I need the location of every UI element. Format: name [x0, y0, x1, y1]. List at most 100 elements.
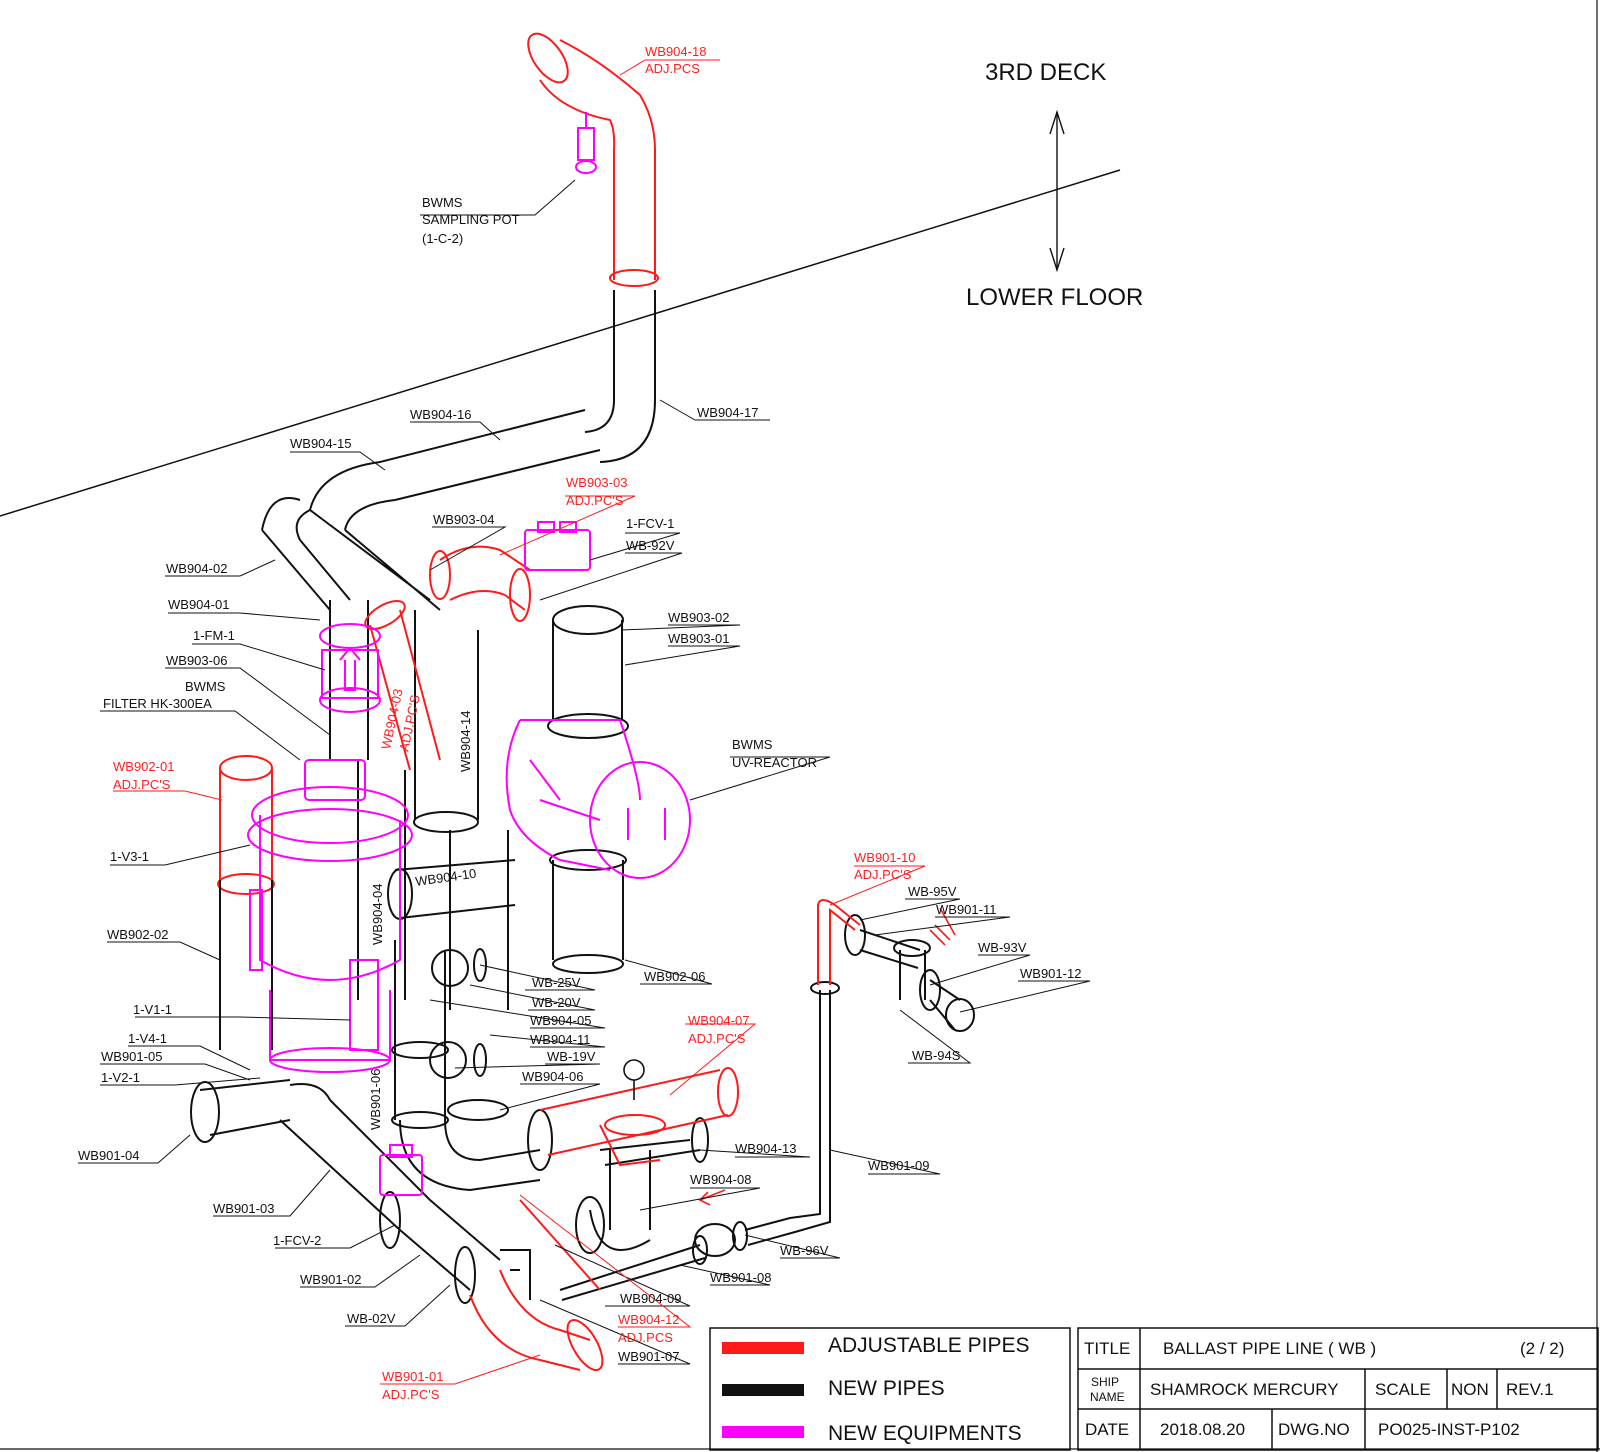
label-bwms-filter: BWMS	[185, 679, 226, 694]
label-wb901-09: WB901-09	[868, 1158, 929, 1173]
label-wb904-09: WB904-09	[620, 1291, 681, 1306]
date-value: 2018.08.20	[1160, 1420, 1245, 1439]
label-wb-20v: WB-20V	[532, 995, 581, 1010]
label-wb903-03: WB903-03	[566, 475, 627, 490]
drawing-title: BALLAST PIPE LINE ( WB )	[1163, 1339, 1376, 1358]
label-wb901-11: WB901-11	[936, 902, 996, 917]
scale-label: SCALE	[1375, 1380, 1431, 1399]
label-1-v1-1: 1-V1-1	[133, 1002, 172, 1017]
legend-label-adjustable: ADJUSTABLE PIPES	[828, 1334, 1030, 1357]
zone-lower-floor: LOWER FLOOR	[966, 284, 1143, 311]
legend: ADJUSTABLE PIPES NEW PIPES NEW EQUIPMENT…	[709, 1327, 1071, 1451]
date-label: DATE	[1085, 1420, 1129, 1439]
label-sampling-pot-id: (1-C-2)	[422, 231, 463, 246]
label-1-fm-1: 1-FM-1	[193, 628, 235, 643]
label-wb901-08: WB901-08	[710, 1270, 771, 1285]
label-wb-93v: WB-93V	[978, 940, 1027, 955]
label-wb901-03: WB901-03	[213, 1201, 274, 1216]
legend-label-new-equipments: NEW EQUIPMENTS	[828, 1422, 1022, 1445]
label-wb904-07-adj: ADJ.PC'S	[688, 1031, 746, 1046]
label-wb902-01: WB902-01	[113, 759, 174, 774]
legend-swatch-new-pipes	[722, 1384, 804, 1396]
label-sampling-pot: SAMPLING POT	[422, 212, 520, 227]
label-1-fcv-2: 1-FCV-2	[273, 1233, 321, 1248]
title-block	[1077, 1327, 1599, 1451]
level-arrow-icon	[1049, 109, 1065, 273]
legend-swatch-adjustable	[722, 1342, 804, 1354]
label-wb904-15: WB904-15	[290, 436, 351, 451]
label-1-v2-1: 1-V2-1	[101, 1070, 140, 1085]
label-wb901-01-adj: ADJ.PC'S	[382, 1387, 440, 1402]
label-wb901-06: WB901-06	[368, 1069, 383, 1130]
label-wb-02v: WB-02V	[347, 1311, 396, 1326]
label-wb903-03-adj: ADJ.PC'S	[566, 493, 624, 508]
scale-value: NON	[1451, 1380, 1489, 1399]
label-wb904-18: WB904-18	[645, 44, 706, 59]
label-wb903-01: WB903-01	[668, 631, 729, 646]
label-wb901-10: WB901-10	[854, 850, 915, 865]
label-wb902-06: WB902-06	[644, 969, 705, 984]
legend-label-new-pipes: NEW PIPES	[828, 1377, 945, 1400]
label-wb901-07: WB901-07	[618, 1349, 679, 1364]
valve-handwheel-icons	[623, 907, 956, 1206]
legend-frame	[709, 1327, 1071, 1451]
label-wb902-01-adj: ADJ.PC'S	[113, 777, 171, 792]
dwg-number: PO025-INST-P102	[1378, 1420, 1520, 1439]
label-wb903-06: WB903-06	[166, 653, 227, 668]
label-wb-25v: WB-25V	[532, 975, 581, 990]
label-wb904-06: WB904-06	[522, 1069, 583, 1084]
label-wb903-02: WB903-02	[668, 610, 729, 625]
label-wb904-12: WB904-12	[618, 1312, 679, 1327]
ship-label-2: NAME	[1090, 1390, 1125, 1404]
new-equipments	[247, 112, 691, 1196]
label-wb-96v: WB-96V	[780, 1243, 829, 1258]
label-wb903-04: WB903-04	[433, 512, 494, 527]
label-wb904-17: WB904-17	[697, 405, 758, 420]
label-wb904-08: WB904-08	[690, 1172, 751, 1187]
label-wb901-01: WB901-01	[382, 1369, 443, 1384]
adjustable-pipes	[217, 32, 861, 1371]
title-label: TITLE	[1084, 1339, 1130, 1358]
callout-labels: WB904-18 ADJ.PCS BWMS SAMPLING POT (1-C-…	[78, 44, 1081, 1402]
label-1-fcv-1: 1-FCV-1	[626, 516, 674, 531]
revision: REV.1	[1506, 1380, 1554, 1399]
label-wb904-02: WB904-02	[166, 561, 227, 576]
label-wb904-12-adj: ADJ.PCS	[618, 1330, 673, 1345]
label-wb-95v: WB-95V	[908, 884, 957, 899]
label-1-v4-1: 1-V4-1	[128, 1031, 167, 1046]
label-wb904-13: WB904-13	[735, 1141, 796, 1156]
label-wb-94s: WB-94S	[912, 1048, 961, 1063]
label-filter-hk: FILTER HK-300EA	[103, 696, 212, 711]
zone-3rd-deck: 3RD DECK	[985, 59, 1106, 86]
label-wb904-10: WB904-10	[414, 866, 477, 889]
sheet-number: (2 / 2)	[1520, 1339, 1564, 1358]
label-wb901-05: WB901-05	[101, 1049, 162, 1064]
label-wb904-05: WB904-05	[530, 1013, 591, 1028]
leader-lines	[78, 59, 1091, 1385]
label-wb904-18-adj: ADJ.PCS	[645, 61, 700, 76]
ship-name: SHAMROCK MERCURY	[1150, 1380, 1339, 1399]
label-bwms-uv: BWMS	[732, 737, 773, 752]
label-wb904-11: WB904-11	[530, 1032, 590, 1047]
label-1-v3-1: 1-V3-1	[110, 849, 149, 864]
legend-swatch-new-equipments	[722, 1426, 804, 1438]
label-wb901-10-adj: ADJ.PC'S	[854, 867, 912, 882]
deck-separation-line	[0, 169, 1121, 517]
label-uv-reactor: UV-REACTOR	[732, 755, 817, 770]
label-wb902-02: WB902-02	[107, 927, 168, 942]
dwg-label: DWG.NO	[1278, 1420, 1350, 1439]
label-wb904-14: WB904-14	[458, 711, 473, 772]
label-wb901-04: WB901-04	[78, 1148, 139, 1163]
label-wb904-04: WB904-04	[370, 884, 385, 945]
label-wb904-07: WB904-07	[688, 1013, 749, 1028]
label-wb-92v: WB-92V	[626, 538, 675, 553]
label-wb904-16: WB904-16	[410, 407, 471, 422]
label-bwms-sampling: BWMS	[422, 195, 463, 210]
new-pipes	[190, 290, 975, 1304]
label-wb901-12: WB901-12	[1020, 966, 1081, 981]
label-wb901-02: WB901-02	[300, 1272, 361, 1287]
ship-label-1: SHIP	[1091, 1375, 1119, 1389]
label-wb904-01: WB904-01	[168, 597, 229, 612]
